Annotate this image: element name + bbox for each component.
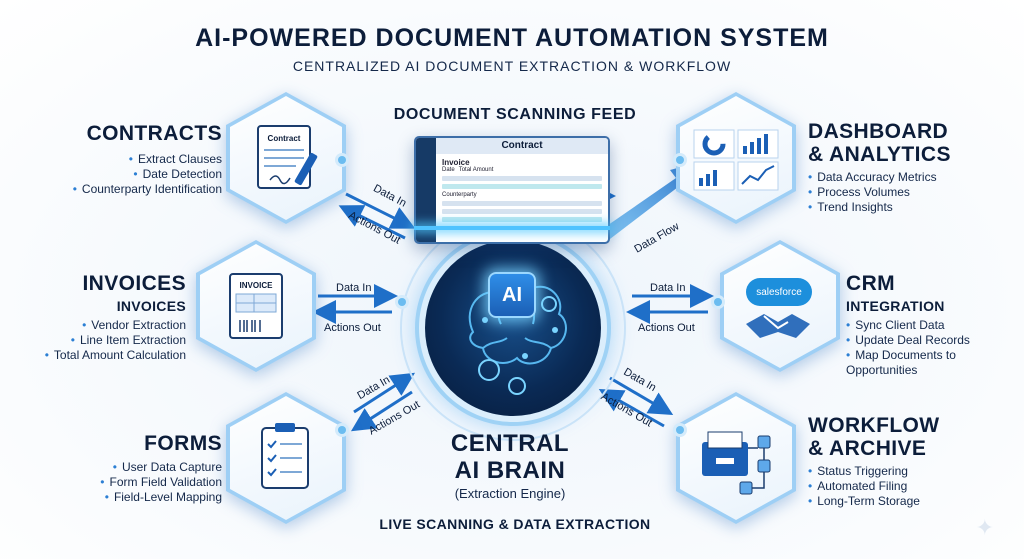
workflow-bullet: Long-Term Storage (808, 494, 1008, 509)
crm-connector-dot (714, 298, 722, 306)
central-title-line1: CENTRAL (450, 430, 570, 457)
page-title: AI-POWERED DOCUMENT AUTOMATION SYSTEM (195, 24, 829, 52)
dashboard-title-line1: DASHBOARD (808, 120, 949, 143)
data-flow-arrow (598, 162, 700, 242)
dashboard-bullets: Data Accuracy Metrics Process Volumes Tr… (808, 170, 1008, 215)
clipboard-checklist-icon (261, 423, 309, 489)
invoices-bullets: Vendor Extraction Line Item Extraction T… (20, 318, 186, 363)
central-footer: LIVE SCANNING & DATA EXTRACTION (379, 516, 651, 532)
crm-actions-out-label: Actions Out (638, 322, 695, 334)
doc-field-date: Date (442, 167, 455, 173)
dashboard-hex (676, 92, 796, 224)
dashboard-bullet: Process Volumes (808, 185, 1008, 200)
dashboard-charts-icon (693, 129, 779, 191)
brain-icon (468, 279, 567, 395)
contracts-actions-out-arrow (338, 205, 406, 240)
invoices-subtitle: INVOICES (116, 298, 186, 314)
doc-line-highlight (442, 184, 602, 189)
invoices-bullet: Vendor Extraction (20, 318, 186, 333)
archive-tray-icon (702, 431, 771, 495)
invoices-connector-dot (398, 298, 406, 306)
contracts-bullet: Extract Clauses (40, 152, 222, 167)
feed-title: DOCUMENT SCANNING FEED (393, 106, 637, 123)
workflow-connector-dot (676, 426, 684, 434)
workflow-bullet: Automated Filing (808, 479, 1008, 494)
contract-icon-label: Contract (268, 134, 301, 143)
contract-document-icon: Contract (257, 125, 318, 189)
invoices-hex: INVOICE (196, 240, 316, 372)
invoices-bullet: Line Item Extraction (20, 333, 186, 348)
dashboard-title: DASHBOARD & ANALYTICS (808, 120, 1008, 166)
doc-heading: Invoice (442, 158, 470, 167)
doc-field-row: Counterparty (442, 192, 602, 198)
crm-bullet: Update Deal Records (846, 333, 1016, 348)
central-title-line2: AI BRAIN (454, 457, 566, 484)
contracts-hex: Contract (226, 92, 346, 224)
workflow-bullet: Status Triggering (808, 464, 1008, 479)
central-title: CENTRAL AI BRAIN (410, 430, 610, 484)
doc-line-highlight (442, 217, 602, 222)
dashboard-bullet: Trend Insights (808, 200, 1008, 215)
dashboard-bullet: Data Accuracy Metrics (808, 170, 1008, 185)
workflow-title-line1: WORKFLOW (808, 414, 940, 437)
crm-bullet: Map Documents to Opportunities (846, 348, 1016, 378)
forms-bullets: User Data Capture Form Field Validation … (40, 460, 223, 505)
doc-field-row: Date Total Amount (442, 167, 602, 173)
doc-window-sidebar (416, 138, 436, 242)
forms-actions-out-arrow (350, 390, 413, 432)
contracts-bullet: Counterparty Identification (40, 182, 222, 197)
workflow-data-in-arrow (609, 376, 674, 416)
workflow-title-line2: & ARCHIVE (808, 437, 927, 460)
central-subtitle: (Extraction Engine) (454, 486, 566, 501)
crm-data-in-label: Data In (650, 282, 686, 294)
ai-chip: AI (488, 272, 536, 318)
workflow-bullets: Status Triggering Automated Filing Long-… (808, 464, 1008, 509)
workflow-hex (676, 392, 796, 524)
crm-bullets: Sync Client Data Update Deal Records Map… (846, 318, 1016, 378)
invoices-data-in-label: Data In (336, 282, 372, 294)
crm-bullet: Sync Client Data (846, 318, 1016, 333)
doc-line (442, 201, 602, 206)
scan-line (414, 226, 610, 230)
crm-subtitle: INTEGRATION (846, 298, 945, 314)
page-subtitle: CENTRALIZED AI DOCUMENT EXTRACTION & WOR… (292, 58, 732, 74)
forms-connector-dot (338, 426, 346, 434)
invoice-icon-label: INVOICE (240, 281, 274, 290)
doc-field-counterparty: Counterparty (442, 192, 477, 198)
doc-line (442, 176, 602, 181)
forms-bullet: Form Field Validation (40, 475, 223, 490)
sparkle-watermark-icon: ✦ (975, 515, 994, 540)
doc-window-body: Invoice Date Total Amount Counterparty (442, 158, 602, 225)
invoices-actions-out-label: Actions Out (324, 322, 381, 334)
workflow-title: WORKFLOW & ARCHIVE (808, 414, 1008, 460)
central-ai-brain (425, 240, 601, 416)
contracts-title: CONTRACTS (86, 122, 222, 145)
crm-title: CRM (846, 272, 896, 295)
dashboard-connector-dot (676, 156, 684, 164)
contracts-bullet: Date Detection (40, 167, 222, 182)
dashboard-title-line2: & ANALYTICS (808, 143, 951, 166)
forms-bullet: Field-Level Mapping (40, 490, 222, 505)
forms-hex (226, 392, 346, 524)
forms-title: FORMS (144, 432, 222, 455)
contracts-bullets: Extract Clauses Date Detection Counterpa… (40, 152, 222, 197)
doc-line (442, 209, 602, 214)
contracts-data-in-arrow (345, 192, 416, 229)
invoice-document-icon: INVOICE (229, 273, 283, 339)
handshake-icon (746, 314, 810, 338)
forms-data-in-arrow (353, 372, 416, 414)
crm-hex (720, 240, 840, 372)
invoices-title: INVOICES (82, 272, 186, 295)
doc-field-total: Total Amount (458, 167, 494, 173)
doc-window-title: Contract (436, 138, 608, 154)
forms-bullet: User Data Capture (40, 460, 222, 475)
contracts-connector-dot (338, 156, 346, 164)
salesforce-logo: salesforce (746, 278, 812, 306)
workflow-actions-out-arrow (598, 389, 665, 428)
invoices-bullet: Total Amount Calculation (20, 348, 186, 363)
